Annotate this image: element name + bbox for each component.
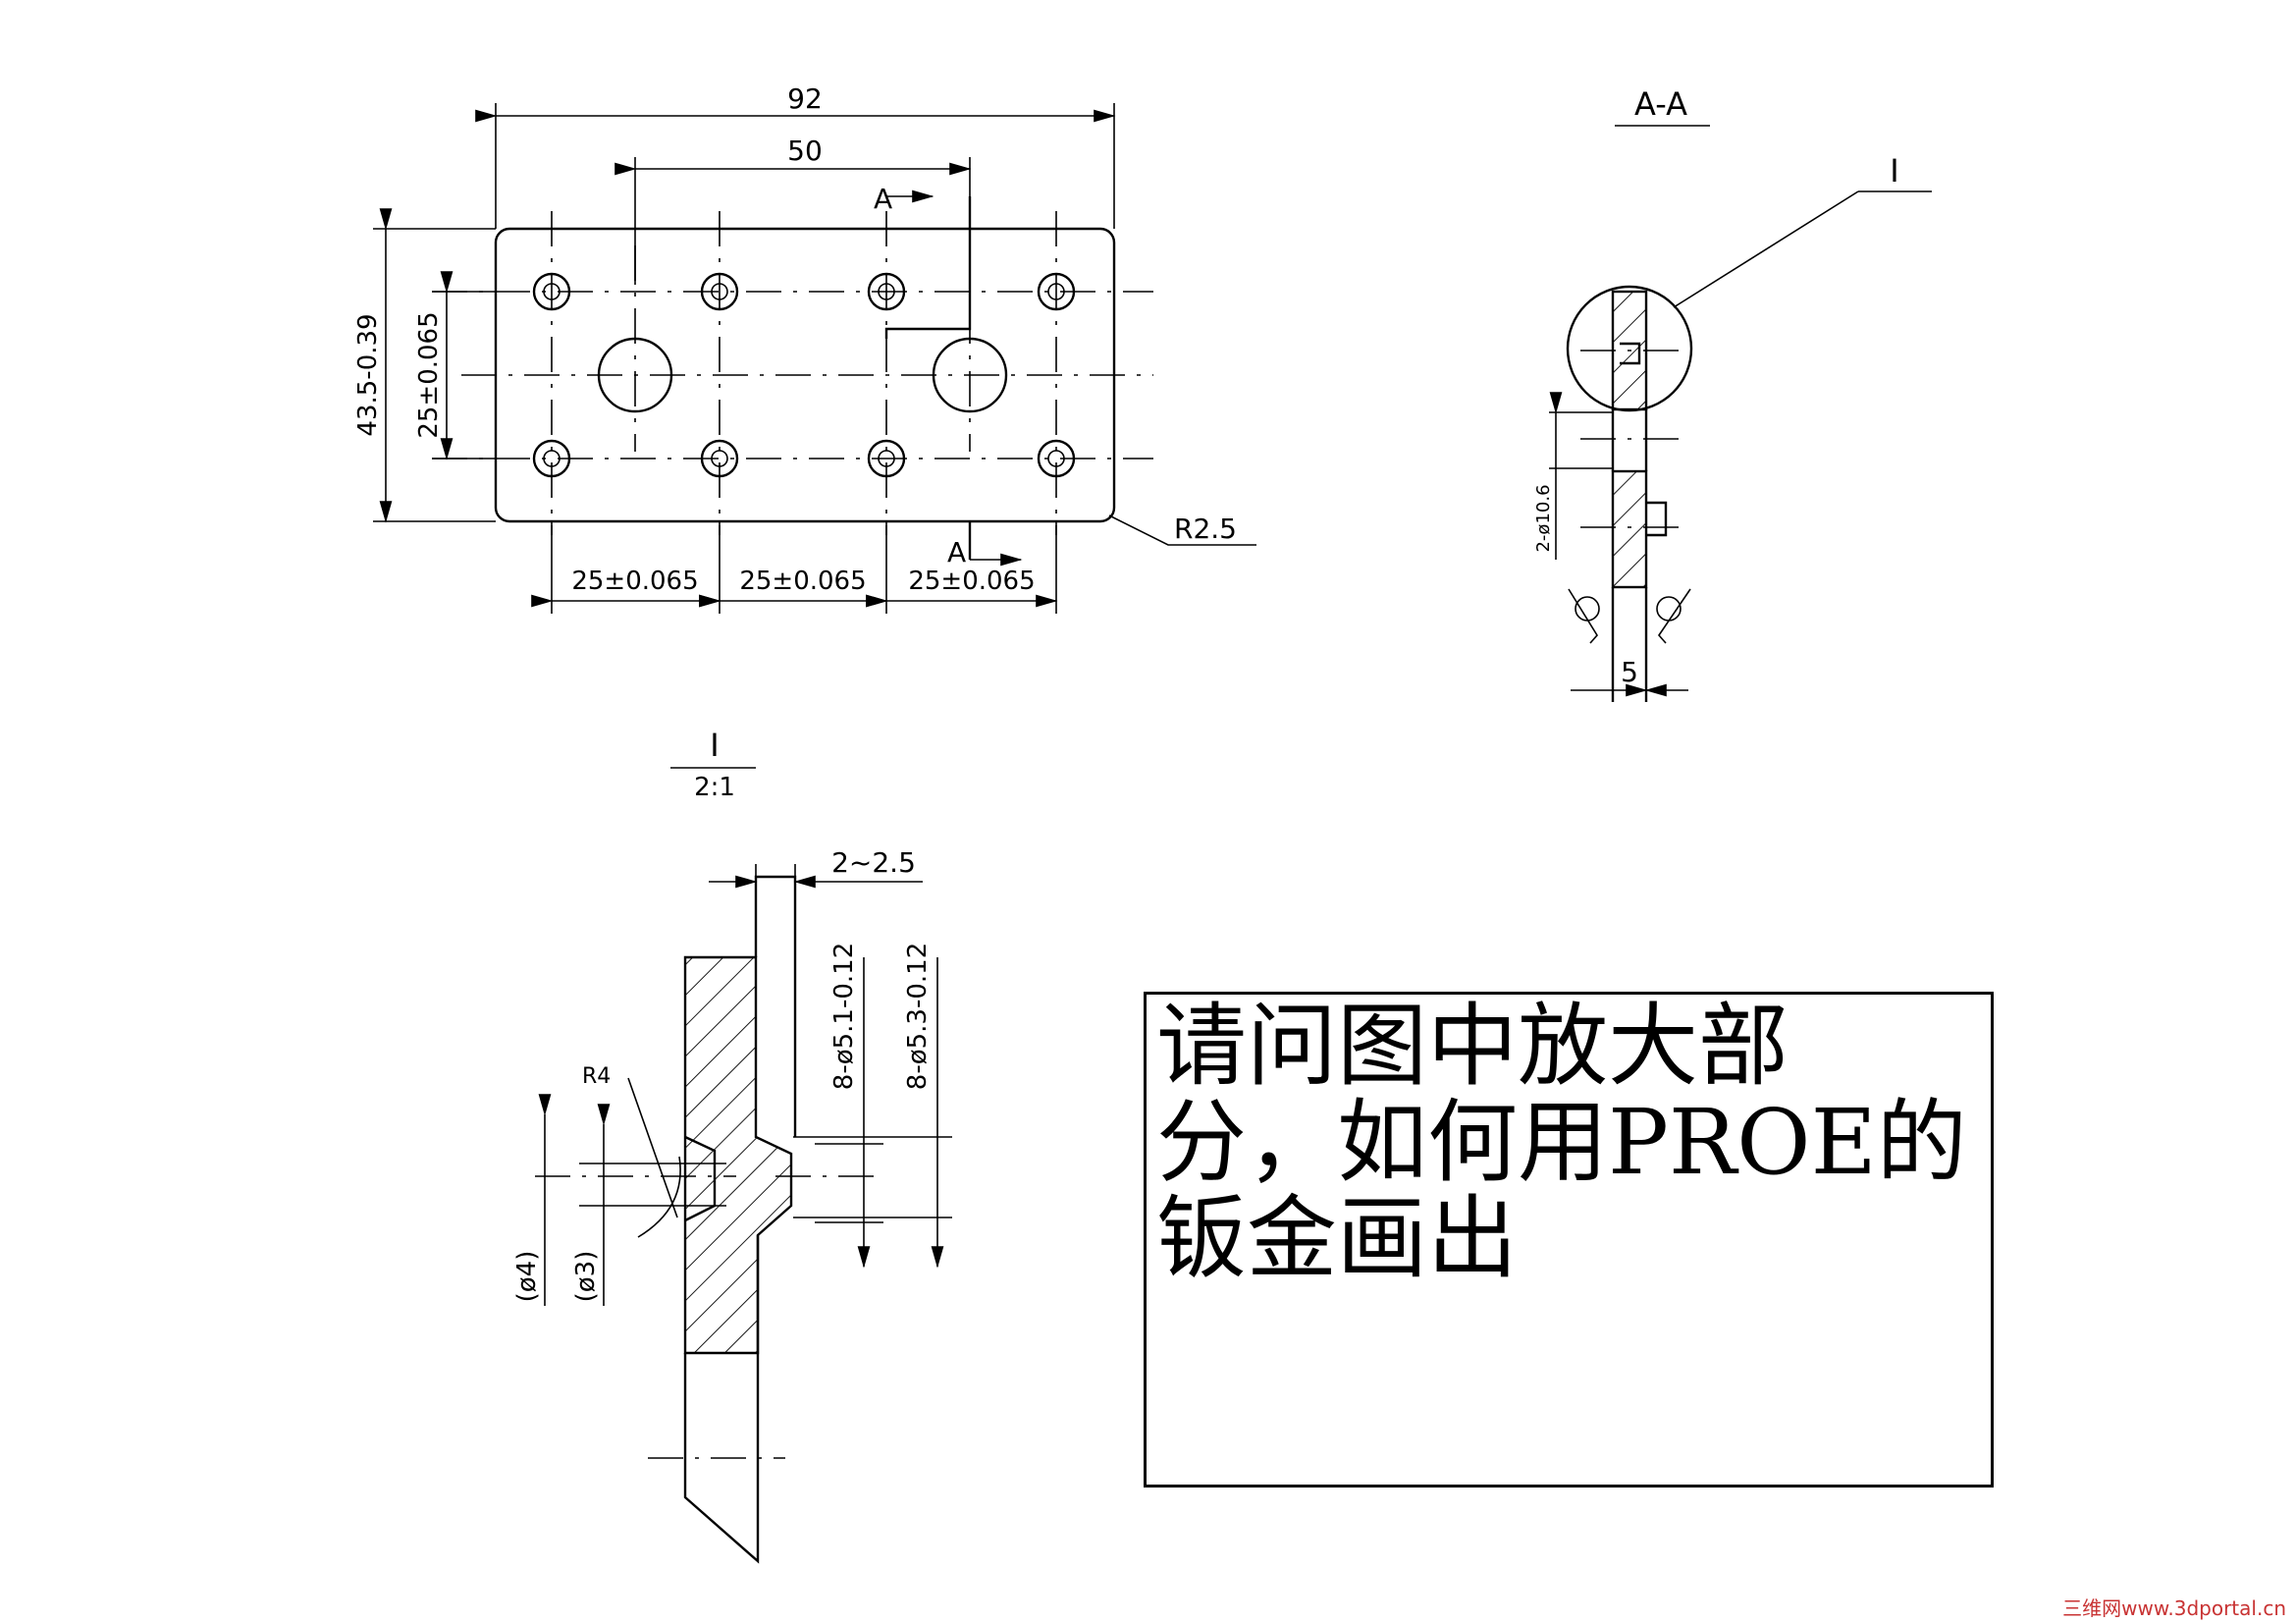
question-line-3: 钣金画出 [1156, 1186, 1519, 1291]
dim-d3: (ø3) [571, 1251, 601, 1303]
dim-gap: 2~2.5 [831, 846, 916, 879]
section-marker-top: A [874, 183, 892, 215]
dim-thickness: 5 [1621, 656, 1638, 688]
dim-corner-radius: R2.5 [1174, 513, 1237, 545]
large-holes [597, 337, 1008, 413]
question-line-1: 请问图中放大部 [1156, 994, 1789, 1099]
dim-pitch-3: 25±0.065 [908, 567, 1035, 596]
dim-height: 43.5-0.39 [353, 313, 383, 436]
detail-callout: I [1890, 152, 1898, 189]
section-view: A-A I 2-ø10.6 5 [1533, 85, 1932, 702]
section-title: A-A [1634, 85, 1687, 123]
dim-overall-width: 92 [787, 82, 823, 115]
question-line-2: 分，如何用PROE的 [1156, 1090, 1967, 1195]
section-marker-bottom: A [947, 536, 966, 568]
dim-hole-b: 8-ø5.3-0.12 [903, 943, 933, 1090]
dim-radius: R4 [582, 1064, 611, 1089]
detail-scale: 2:1 [694, 773, 735, 802]
detail-title: I [710, 727, 719, 764]
dim-d4: (ø4) [512, 1251, 542, 1303]
dim-hole-a: 8-ø5.1-0.12 [829, 943, 859, 1090]
small-holes [532, 272, 1076, 478]
dim-hole-dia: 2-ø10.6 [1533, 484, 1554, 552]
front-view: 92 50 A A 43.5-0.39 25±0.065 25±0.065 25… [353, 82, 1256, 614]
dim-hole-pitch: 50 [787, 135, 823, 167]
dim-pitch-1: 25±0.065 [571, 567, 698, 596]
dim-row-spacing: 25±0.065 [414, 311, 444, 438]
question-box: 请问图中放大部 分，如何用PROE的 钣金画出 [1144, 992, 1994, 1488]
watermark: 三维网www.3dportal.cn [2062, 1596, 2286, 1620]
detail-view: I 2:1 8-ø5.1-0.12 8-ø5.3-0.12 2~2.5 R4 [512, 727, 952, 1564]
dim-pitch-2: 25±0.065 [739, 567, 866, 596]
